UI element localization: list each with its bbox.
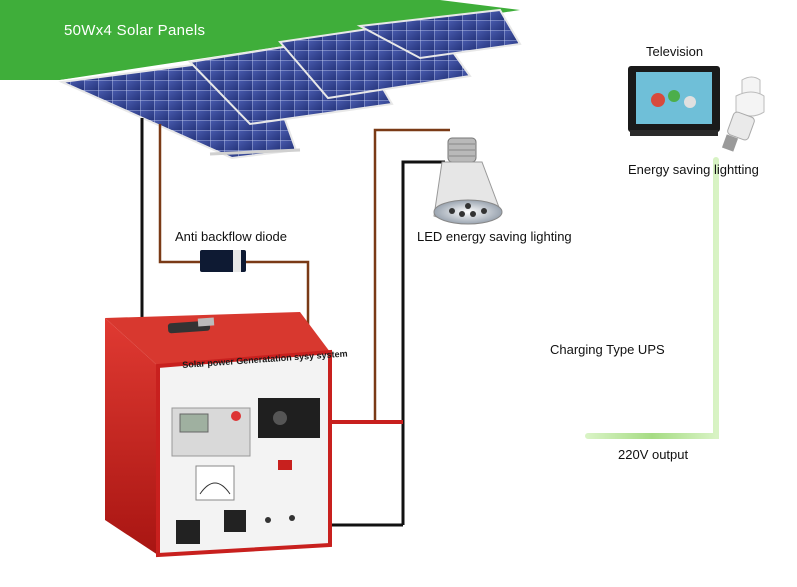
wire-led-positive bbox=[373, 128, 450, 420]
title-banner-shape bbox=[0, 0, 520, 80]
label-energy-saving-lighting: Energy saving lightting bbox=[628, 162, 759, 177]
solar-panel-array bbox=[58, 8, 522, 160]
wire-led-negative bbox=[401, 160, 445, 525]
label-television: Television bbox=[646, 44, 704, 59]
page-title: 50Wx4 Solar Panels bbox=[64, 22, 206, 39]
controller-box bbox=[105, 312, 332, 558]
label-220v-output: 220V output bbox=[618, 447, 689, 462]
led-bulb-icon bbox=[433, 137, 503, 225]
cfl-bulb-icon bbox=[721, 76, 765, 152]
wire-220v-output bbox=[585, 157, 719, 439]
label-anti-backflow-diode: Anti backflow diode bbox=[175, 229, 288, 244]
label-charging-ups: Charging Type UPS bbox=[550, 342, 665, 357]
diode-icon bbox=[200, 250, 246, 272]
television-icon bbox=[628, 66, 720, 136]
label-led-lighting: LED energy saving lighting bbox=[417, 229, 572, 244]
